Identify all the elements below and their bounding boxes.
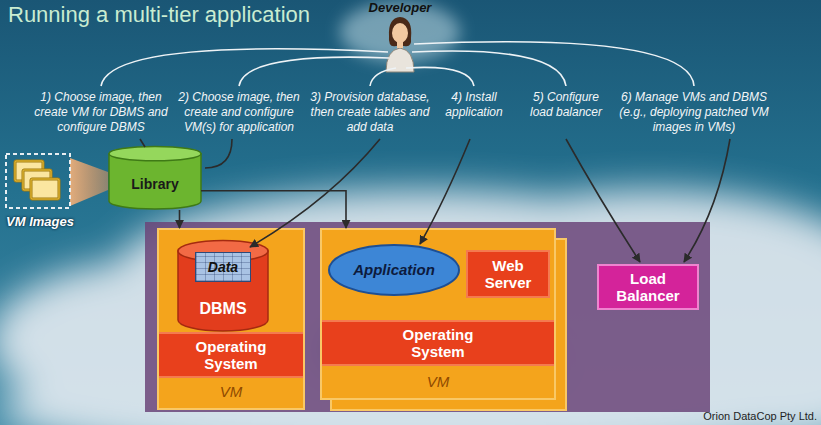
node-text: Data [208, 259, 238, 275]
image-beam [70, 158, 108, 206]
watermark: Orion DataCop Pty Ltd. [703, 409, 817, 423]
developer-label: Developer [358, 0, 442, 76]
slide-title: Running a multi-tier application [8, 2, 310, 28]
step-leader [140, 139, 730, 262]
step-callout: 6) Manage VMs and DBMS (e.g., deploying … [614, 90, 774, 135]
deploy-arrow [201, 191, 346, 228]
step-callout: 1) Choose image, then create VM for DBMS… [32, 90, 170, 135]
cylinder-top [109, 147, 201, 161]
deploy-arrow [179, 210, 181, 228]
application-ellipse: Application [328, 244, 460, 296]
step-callout: 2) Choose image, then create and configu… [172, 90, 306, 135]
library-cylinder: Library [108, 146, 202, 210]
web-server-box: Web Server [466, 250, 550, 298]
ellipse-body [329, 245, 459, 295]
vm-image-set: VM Images [2, 150, 78, 232]
step-callout: 4) Install application [436, 90, 512, 120]
node-text: Operating System [383, 326, 493, 361]
dbms-cylinder: DBMS Data [177, 240, 269, 332]
node-text: Load Balancer [603, 270, 693, 305]
vm-box: VM DBMS DataOperating System [157, 228, 305, 410]
os-layer: Operating System [322, 320, 554, 366]
node-text: Library [131, 176, 178, 192]
step-callout: 3) Provision database, then create table… [308, 90, 432, 135]
node-text: VM [427, 373, 450, 390]
os-layer: Operating System [159, 332, 303, 378]
image-icons [14, 160, 60, 200]
developer-leader [101, 42, 694, 86]
vm-box: VM Application Web ServerOperating System [320, 228, 556, 400]
developer-icon [386, 17, 414, 72]
node-text: Operating System [176, 338, 286, 373]
cloud-region [145, 222, 710, 412]
node-text: DBMS [199, 300, 246, 318]
node-text: Application [353, 261, 435, 278]
edge-layer [180, 191, 347, 228]
cylinder-body [178, 251, 268, 331]
image-frame [6, 154, 70, 208]
node-text: Developer [369, 1, 432, 16]
cylinder-body [109, 154, 201, 209]
cloud [0, 190, 821, 425]
load-balancer-box: Load Balancer [597, 264, 699, 310]
data-table: Data [195, 252, 251, 282]
step-callout: 5) Configure load balancer [524, 90, 608, 120]
node-text: VM Images [6, 215, 74, 230]
node-text: VM [220, 383, 243, 400]
node-text: Web Server [473, 257, 543, 292]
